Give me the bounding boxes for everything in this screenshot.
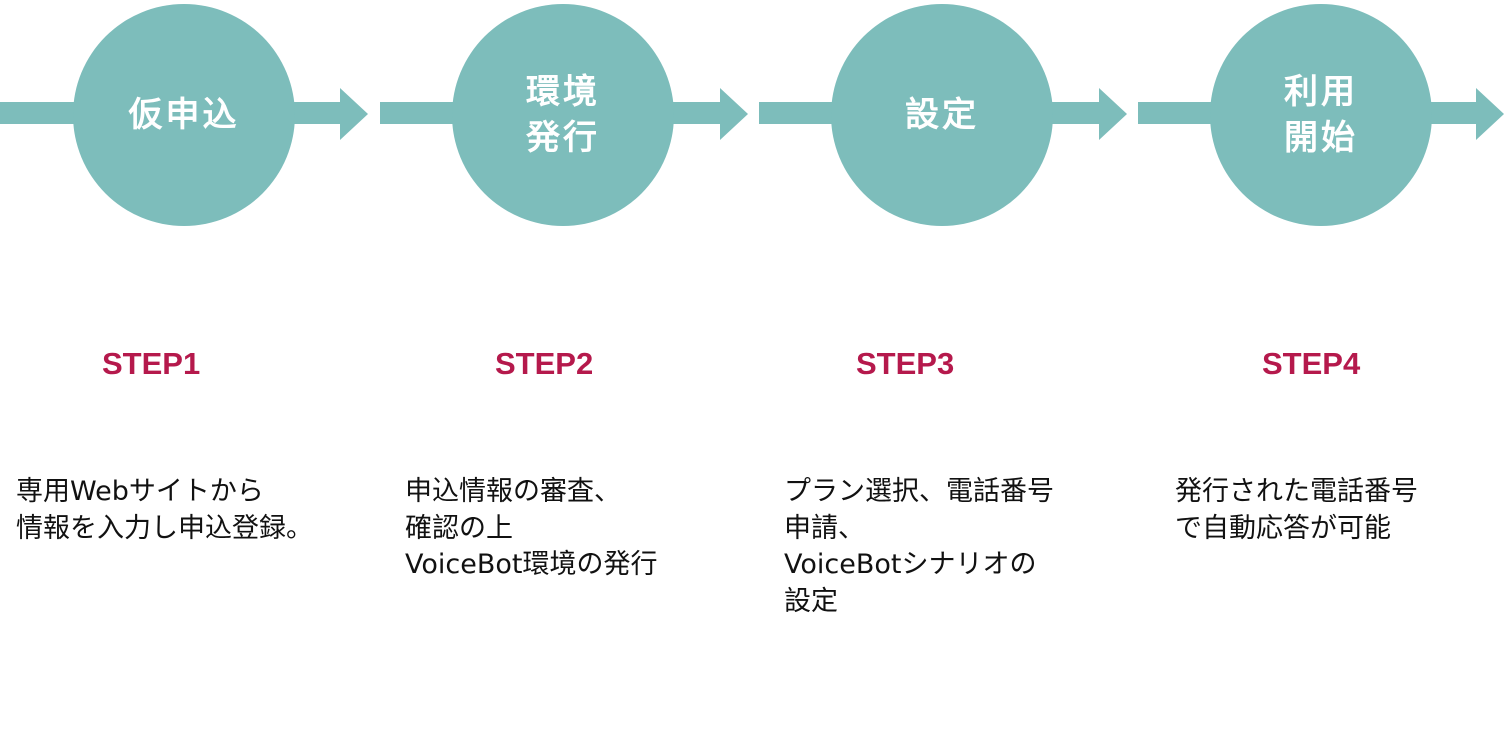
step-1-heading: STEP1 (102, 346, 201, 381)
step-2-circle-line: 環境 (526, 72, 600, 112)
step-2-description-line: 確認の上 (405, 512, 513, 544)
step-2-circle-label: 環境 発行 (526, 69, 600, 161)
step-4-circle-label: 利用 開始 (1284, 69, 1358, 161)
step-3-description-line: 設定 (784, 585, 838, 617)
step-2-description-line: VoiceBot環境の発行 (405, 549, 658, 580)
step-2-description: 申込情報の審査、 確認の上 VoiceBot環境の発行 (405, 474, 657, 584)
step-4-circle-line: 開始 (1284, 118, 1358, 158)
step-3-circle-line: 設定 (905, 95, 979, 135)
step-1-circle-line: 仮申込 (128, 95, 240, 135)
step-3-circle-label: 設定 (905, 92, 979, 138)
step-4-heading: STEP4 (1262, 346, 1361, 381)
step-4-description: 発行された電話番号 で自動応答が可能 (1175, 474, 1418, 547)
step-3-circle: 設定 (831, 4, 1053, 226)
step-3-description-line: プラン選択、電話番号 (784, 476, 1054, 507)
step-2-circle-line: 発行 (526, 118, 600, 158)
step-1-description-line: 専用Webサイトから (16, 476, 264, 507)
step-1-description: 専用Webサイトから 情報を入力し申込登録。 (16, 474, 313, 547)
step-3-description-line: 申請、 (784, 512, 865, 544)
step-3-description-line: VoiceBotシナリオの (784, 549, 1037, 580)
step-1-description-line: 情報を入力し申込登録。 (16, 512, 313, 544)
step-2-heading: STEP2 (495, 346, 594, 381)
step-4-description-line: で自動応答が可能 (1175, 512, 1391, 544)
step-4-description-line: 発行された電話番号 (1175, 476, 1418, 507)
step-2-circle: 環境 発行 (452, 4, 674, 226)
step-3-heading: STEP3 (856, 346, 955, 381)
step-3-description: プラン選択、電話番号 申請、 VoiceBotシナリオの 設定 (784, 474, 1054, 620)
step-4-circle: 利用 開始 (1210, 4, 1432, 226)
step-2-description-line: 申込情報の審査、 (405, 476, 621, 507)
step-1-circle: 仮申込 (73, 4, 295, 226)
step-4-circle-line: 利用 (1284, 72, 1358, 112)
step-1-circle-label: 仮申込 (129, 92, 240, 138)
